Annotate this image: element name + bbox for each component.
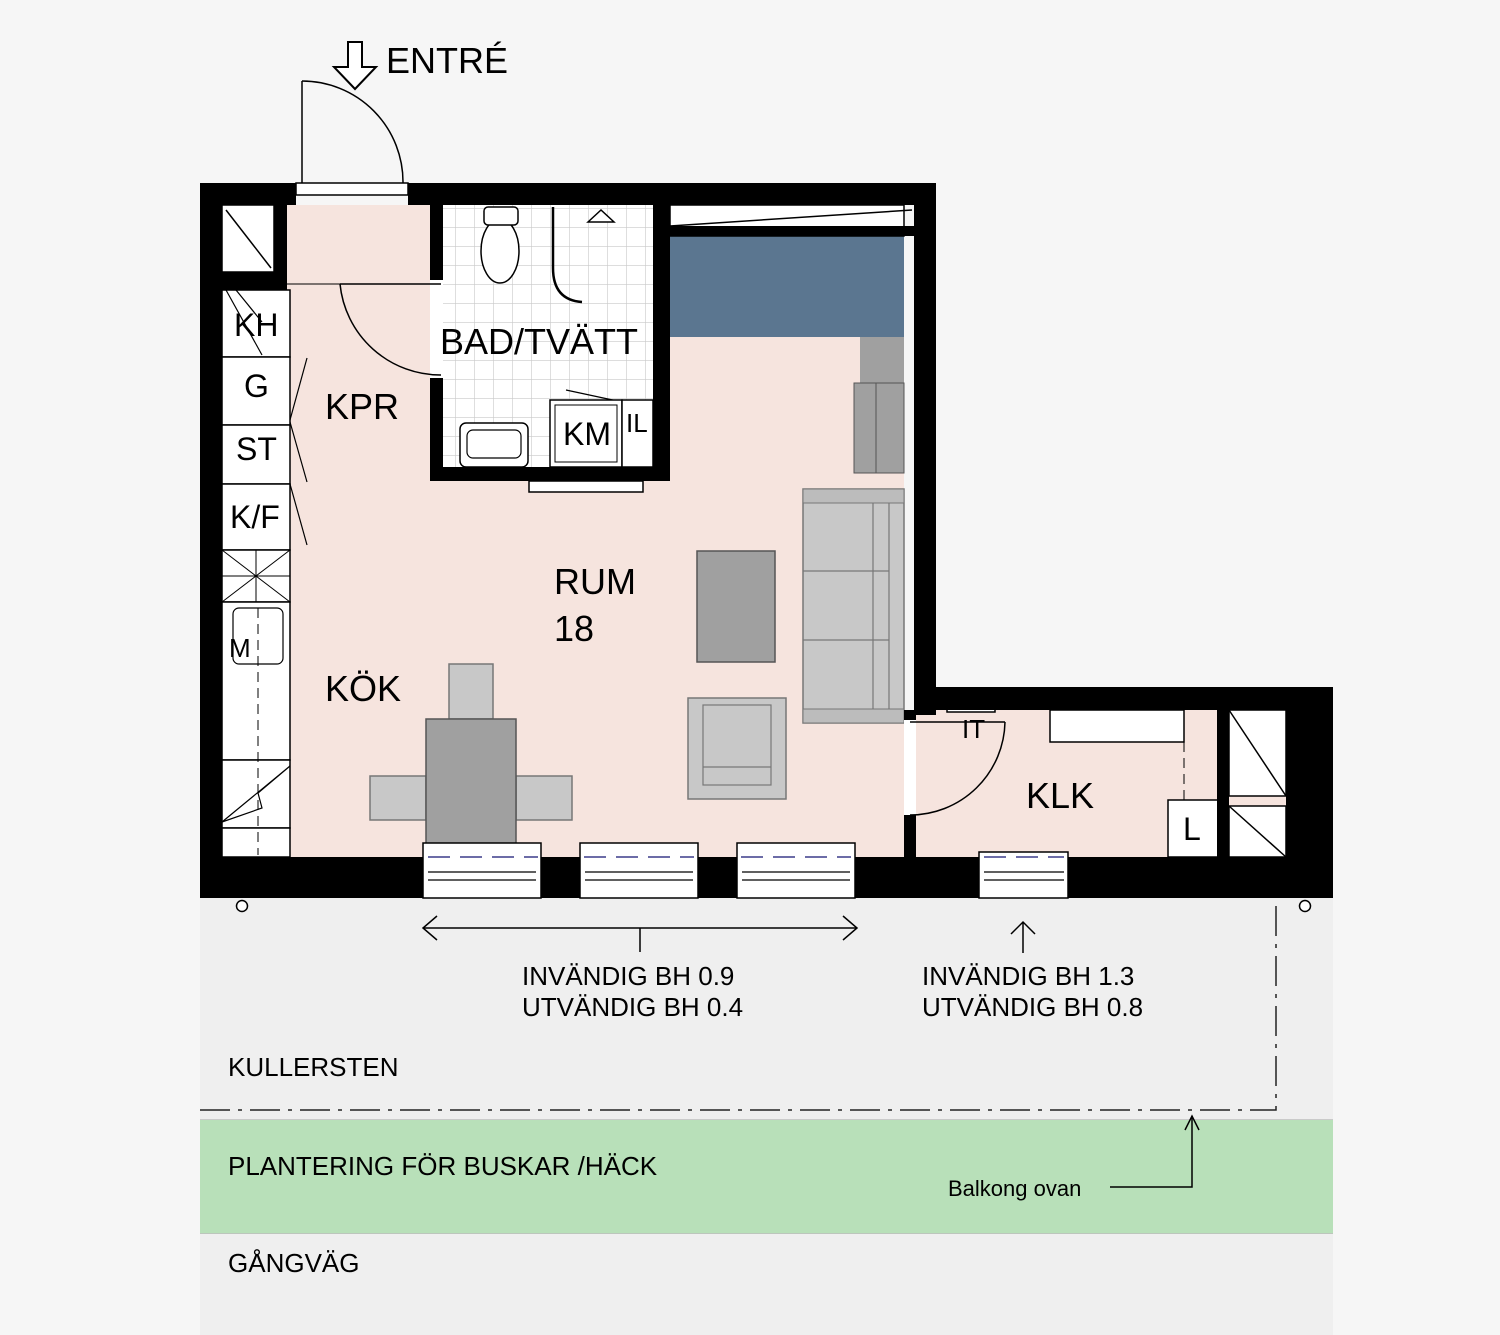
closet-door <box>904 720 1006 816</box>
entrance-arrow-icon <box>331 41 379 91</box>
toilet <box>480 206 520 284</box>
coffee-table <box>696 550 776 663</box>
dining-table <box>369 663 573 856</box>
windows <box>422 842 1069 899</box>
planting-area <box>200 1120 1333 1234</box>
living-label: RUM <box>554 561 636 602</box>
sofa <box>802 488 905 724</box>
fixture-km: KM <box>563 416 611 452</box>
fixture-g: G <box>244 368 269 404</box>
fixture-kh: KH <box>234 307 278 343</box>
shower-curtain <box>551 207 583 304</box>
closet-label: KLK <box>1026 775 1094 816</box>
window-left-line2: UTVÄNDIG BH 0.4 <box>522 992 743 1022</box>
planting-label: PLANTERING FÖR BUSKAR /HÄCK <box>228 1151 658 1181</box>
shelf <box>860 337 904 383</box>
entrance-label: ENTRÉ <box>386 40 508 81</box>
armchair <box>687 697 787 800</box>
walkway-label: GÅNGVÄG <box>228 1248 359 1278</box>
hall-label: KPR <box>325 386 399 427</box>
balcony-outline <box>200 895 1277 1111</box>
fixture-it: IT <box>962 714 985 744</box>
window-dimension-arrow <box>421 915 1036 953</box>
bed <box>670 236 904 337</box>
bathroom-door <box>339 280 443 378</box>
window-right-line1: INVÄNDIG BH 1.3 <box>922 961 1134 991</box>
living-area-label: 18 <box>554 608 594 649</box>
balcony-label: Balkong ovan <box>948 1176 1081 1201</box>
fixture-l: L <box>1183 811 1201 847</box>
walkway-area <box>200 1234 1333 1335</box>
window-left-line1: INVÄNDIG BH 0.9 <box>522 961 734 991</box>
window-right-line2: UTVÄNDIG BH 0.8 <box>922 992 1143 1022</box>
fixture-m: M <box>229 633 251 663</box>
cobblestone-label: KULLERSTEN <box>228 1052 399 1082</box>
entrance-door <box>295 80 409 196</box>
fixture-st: ST <box>236 431 277 467</box>
closet-shelf <box>1049 709 1185 743</box>
washing-machine <box>549 399 654 468</box>
balcony-pointer <box>1110 1114 1200 1188</box>
fixture-kf: K/F <box>230 499 280 535</box>
washbasin <box>459 422 529 468</box>
cobblestone-area <box>200 898 1333 1120</box>
closet-cabinet <box>1167 799 1219 858</box>
fixture-il: IL <box>626 408 648 438</box>
kitchen-label: KÖK <box>325 668 401 709</box>
bath-label: BAD/TVÄTT <box>440 321 638 362</box>
